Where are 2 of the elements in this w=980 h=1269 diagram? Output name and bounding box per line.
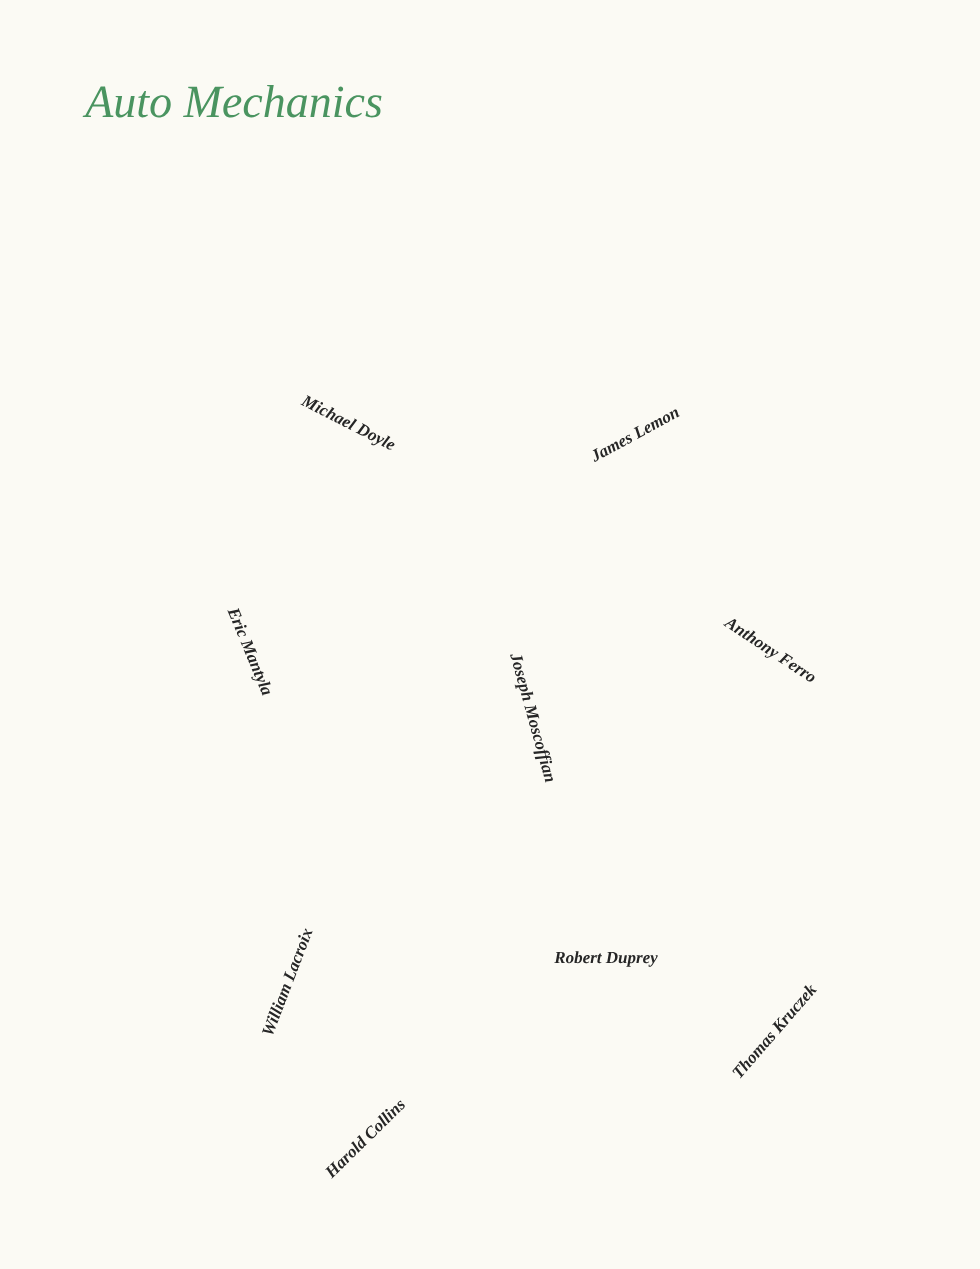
name-label: Robert Duprey <box>554 951 658 967</box>
page-title: Auto Mechanics <box>82 85 382 118</box>
